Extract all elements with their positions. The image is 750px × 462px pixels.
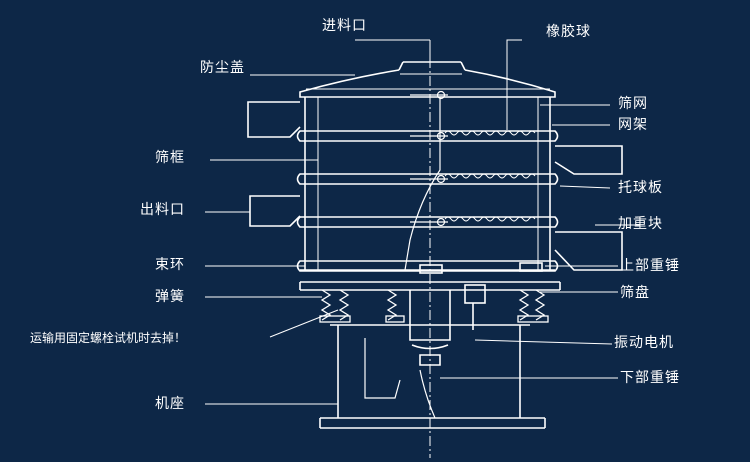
rubber-balls <box>444 130 536 222</box>
label-inlet: 进料口 <box>322 18 367 34</box>
middle-outlet-part <box>249 195 301 227</box>
label-upper-weight: 上部重锤 <box>620 258 680 274</box>
label-transport-note: 运输用固定螺栓试机时去掉！ <box>30 331 187 345</box>
springs <box>319 289 549 323</box>
inlet-part <box>398 61 466 71</box>
label-dust-cover: 防尘盖 <box>200 60 245 76</box>
leader-lines <box>205 39 640 405</box>
cutaway-line <box>404 97 441 271</box>
label-ball-tray: 托球板 <box>618 180 663 196</box>
top-outlet-part <box>247 101 301 138</box>
label-screen-frame: 筛框 <box>155 150 185 166</box>
label-weight-block: 加重块 <box>618 216 663 232</box>
screen-pan-part <box>299 262 561 291</box>
right-outlet-part <box>554 145 623 271</box>
label-spring: 弹簧 <box>155 289 185 305</box>
label-outlet: 出料口 <box>140 202 185 218</box>
label-screen-plate: 筛盘 <box>620 285 650 301</box>
label-base: 机座 <box>155 396 185 412</box>
label-rubber-ball: 橡胶球 <box>546 24 591 40</box>
label-screen-mesh: 筛网 <box>618 96 648 112</box>
base-part <box>319 324 546 429</box>
label-clamp-ring: 束环 <box>155 257 185 273</box>
dust-cover-part <box>299 69 556 98</box>
clamp-ring-bands <box>296 130 559 272</box>
band-bolts <box>410 90 448 227</box>
label-lower-weight: 下部重锤 <box>620 370 680 386</box>
label-mesh-frame: 网架 <box>618 117 648 133</box>
label-vibration-motor: 振动电机 <box>614 335 674 351</box>
